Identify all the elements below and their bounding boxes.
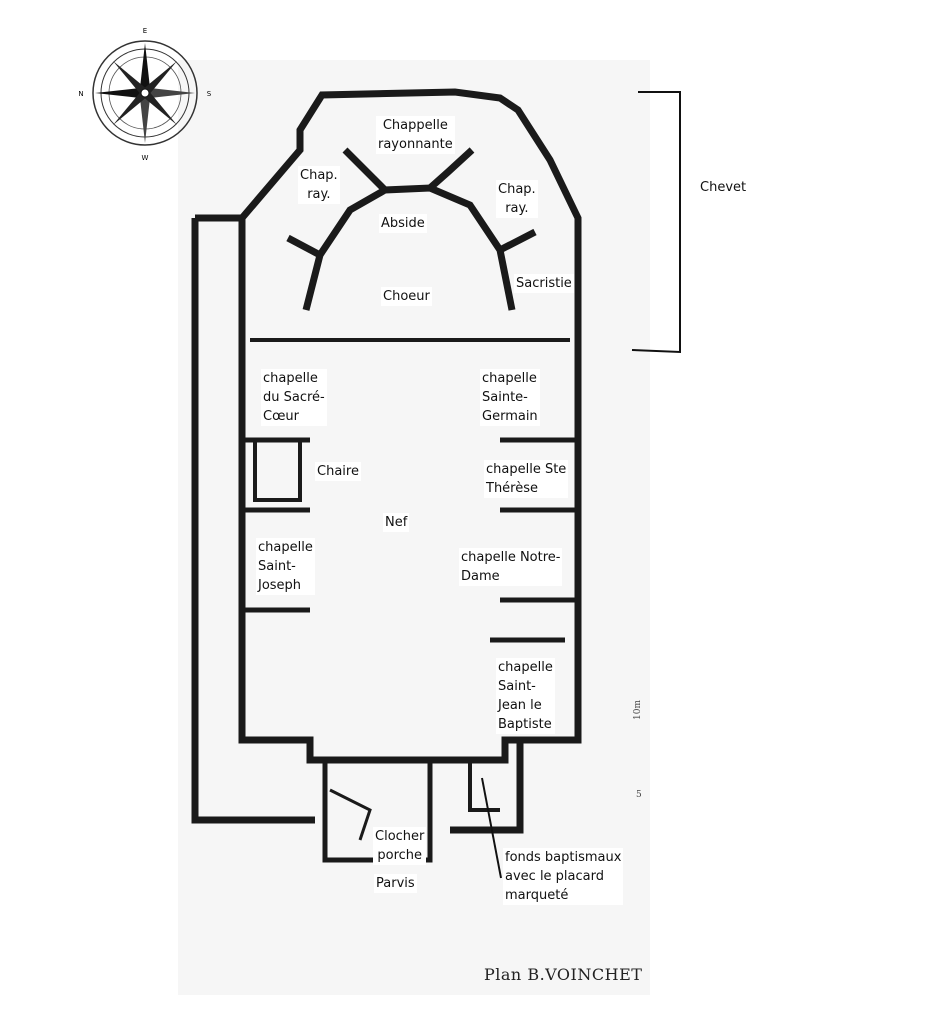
label-choeur: Choeur [381,287,432,306]
compass-rose-icon: E W N S [78,27,211,162]
label-chapelle-rayonnante: Chappelle rayonnante [376,116,455,154]
radiating-chapel-wall-far-right [498,228,537,254]
label-chap-ray-left: Chap. ray. [298,166,340,204]
chevet-bracket [631,91,681,354]
porch-stairs [329,788,372,841]
apse-wall [302,184,516,311]
compass-east-letter: E [143,27,147,35]
label-chevet: Chevet [700,180,747,195]
label-chapelle-saint-joseph: chapelle Saint- Joseph [256,538,315,595]
label-chapelle-sainte-therese: chapelle Ste Thérèse [484,460,569,498]
label-clocher-porche: Clocher porche [373,827,427,865]
label-nef: Nef [383,513,410,532]
compass-west-letter: W [142,154,149,162]
label-chapelle-saint-jean: chapelle Saint- Jean le Baptiste [496,658,555,734]
label-chaire: Chaire [315,462,361,481]
radiating-chapel-wall-left [342,147,388,193]
outer-aisle-wall-right [450,330,582,834]
plan-credit: Plan B.VOINCHET [484,965,643,984]
label-abside: Abside [379,214,427,233]
label-chapelle-sainte-germain: chapelle Sainte- Germain [480,369,540,426]
compass-south-letter: S [207,90,212,98]
pulpit-box [253,438,302,502]
outer-aisle-wall-left [191,214,315,824]
scale-bar: 10m 5 [633,700,643,800]
label-chap-ray-right: Chap. ray. [496,180,538,218]
radiating-chapel-wall-right [427,147,475,191]
compass-north-letter: N [78,90,83,98]
label-sacristie: Sacristie [514,274,574,293]
scale-mark-5: 5 [636,790,642,800]
label-chapelle-notre-dame: chapelle Notre- Dame [459,548,563,586]
baptismal-font-area [468,760,500,812]
baptismal-pointer-line [481,777,502,879]
label-fonds-baptismaux: fonds baptismaux avec le placard marquet… [503,848,624,905]
radiating-chapel-wall-far-left [286,234,322,259]
label-parvis: Parvis [374,874,417,893]
label-chapelle-sacre-coeur: chapelle du Sacré- Cœur [261,369,327,426]
scale-mark-10m: 10m [633,700,643,720]
chevet-outer-wall [238,88,582,330]
